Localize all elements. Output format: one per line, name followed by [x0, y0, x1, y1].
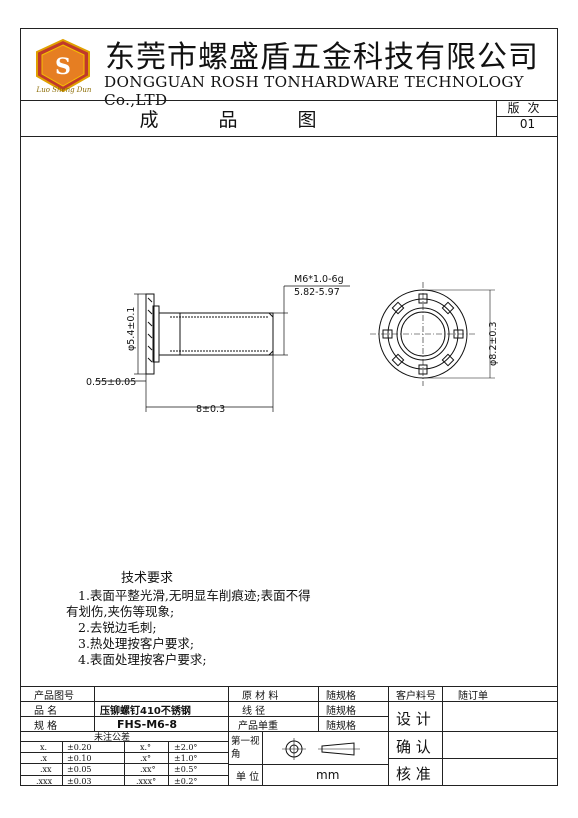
tb-line	[388, 758, 558, 759]
tol-value: ±0.05	[67, 764, 92, 774]
customer-no-value: 随订单	[458, 690, 488, 702]
unit-value: mm	[316, 768, 340, 782]
drawing-title: 成品图	[139, 109, 377, 131]
tol-dim: .x	[40, 753, 48, 763]
spec-value: FHS-M6-8	[117, 717, 178, 731]
tol-angle: .xxx°	[136, 776, 157, 786]
tb-vline	[62, 741, 63, 786]
tb-vline	[228, 686, 229, 786]
tol-dim: x.	[40, 742, 48, 752]
tol-dim: .xx	[40, 764, 52, 774]
tb-vline	[318, 686, 319, 731]
tol-dim: .xxx	[36, 776, 53, 786]
revision-box: 版次 01	[496, 100, 558, 136]
dim-flange-thk: 0.55±0.05	[86, 377, 136, 388]
tb-line	[20, 731, 558, 732]
tol-angle-value: ±2.0°	[174, 742, 198, 752]
front-view	[370, 282, 495, 386]
drawing-frame	[20, 28, 558, 786]
dim-thread: M6*1.0-6g	[294, 274, 344, 285]
projection-label: 第一视角	[231, 736, 260, 760]
tb-vline	[94, 686, 95, 731]
material-value: 随规格	[326, 690, 356, 702]
part-drawing: M6*1.0-6g 5.82-5.97 φ5.4±0.1 0.55±0.05 8…	[86, 274, 499, 415]
revision-label: 版次	[497, 100, 558, 117]
dim-head-dia: φ5.4±0.1	[126, 307, 137, 351]
tol-angle: .x°	[140, 753, 152, 763]
check-label: 确 认	[396, 737, 431, 756]
requirement-line: 有划伤,夹伤等现象;	[66, 604, 175, 619]
tb-border-top	[20, 686, 558, 688]
svg-text:S: S	[55, 54, 71, 80]
approve-label: 核 准	[396, 764, 431, 783]
requirement-line: 4.表面处理按客户要求;	[78, 652, 207, 667]
tol-angle-value: ±0.2°	[174, 776, 198, 786]
tb-vline	[168, 741, 169, 786]
side-view	[145, 293, 274, 375]
tb-line	[388, 701, 558, 702]
spec-label: 规 格	[34, 720, 58, 732]
unit-label: 单 位	[236, 771, 260, 783]
tol-angle-value: ±1.0°	[174, 753, 198, 763]
tb-vline	[124, 741, 125, 786]
tb-vline	[442, 686, 443, 786]
dim-thread-range: 5.82-5.97	[294, 287, 340, 298]
requirement-line: 2.去锐边毛刺;	[78, 620, 157, 635]
weight-label: 产品单重	[238, 720, 278, 732]
tol-angle: .xx°	[140, 764, 156, 774]
company-logo: S	[36, 38, 90, 93]
product-no-label: 产品图号	[34, 690, 74, 702]
revision-value: 01	[519, 117, 536, 131]
tb-vline	[388, 686, 389, 786]
title-divider	[20, 136, 558, 137]
tb-line	[20, 716, 388, 717]
requirement-line: 1.表面平整光滑,无明显车削痕迹;表面不得	[78, 588, 311, 603]
tol-angle-value: ±0.5°	[174, 764, 198, 774]
wire-value: 随规格	[326, 705, 356, 717]
tolerance-header: 未注公差	[94, 732, 131, 743]
tb-line	[228, 764, 388, 765]
company-name-cn: 东莞市螺盛盾五金科技有限公司	[105, 40, 539, 75]
requirement-line: 3.热处理按客户要求;	[78, 636, 195, 651]
tb-line	[20, 701, 388, 702]
dim-length: 8±0.3	[196, 404, 225, 415]
dim-outer-dia: φ8.2±0.3	[488, 322, 499, 366]
tol-value: ±0.20	[67, 742, 92, 752]
material-label: 原 材 料	[242, 690, 279, 702]
requirements-title: 技术要求	[121, 571, 174, 586]
design-label: 设 计	[396, 709, 431, 728]
customer-no-label: 客户料号	[396, 690, 436, 702]
name-value: 压铆螺钉410不锈钢	[100, 705, 191, 717]
tol-value: ±0.03	[67, 776, 92, 786]
weight-value: 随规格	[326, 720, 356, 732]
header-divider	[20, 100, 558, 101]
logo-caption: Luo Sheng Dun	[36, 86, 92, 94]
name-label: 品 名	[34, 705, 58, 717]
tb-vline	[262, 731, 263, 786]
wire-label: 线 径	[242, 705, 266, 717]
tol-angle: x.°	[140, 742, 152, 752]
first-angle-projection-icon	[282, 738, 360, 760]
tol-value: ±0.10	[67, 753, 92, 763]
